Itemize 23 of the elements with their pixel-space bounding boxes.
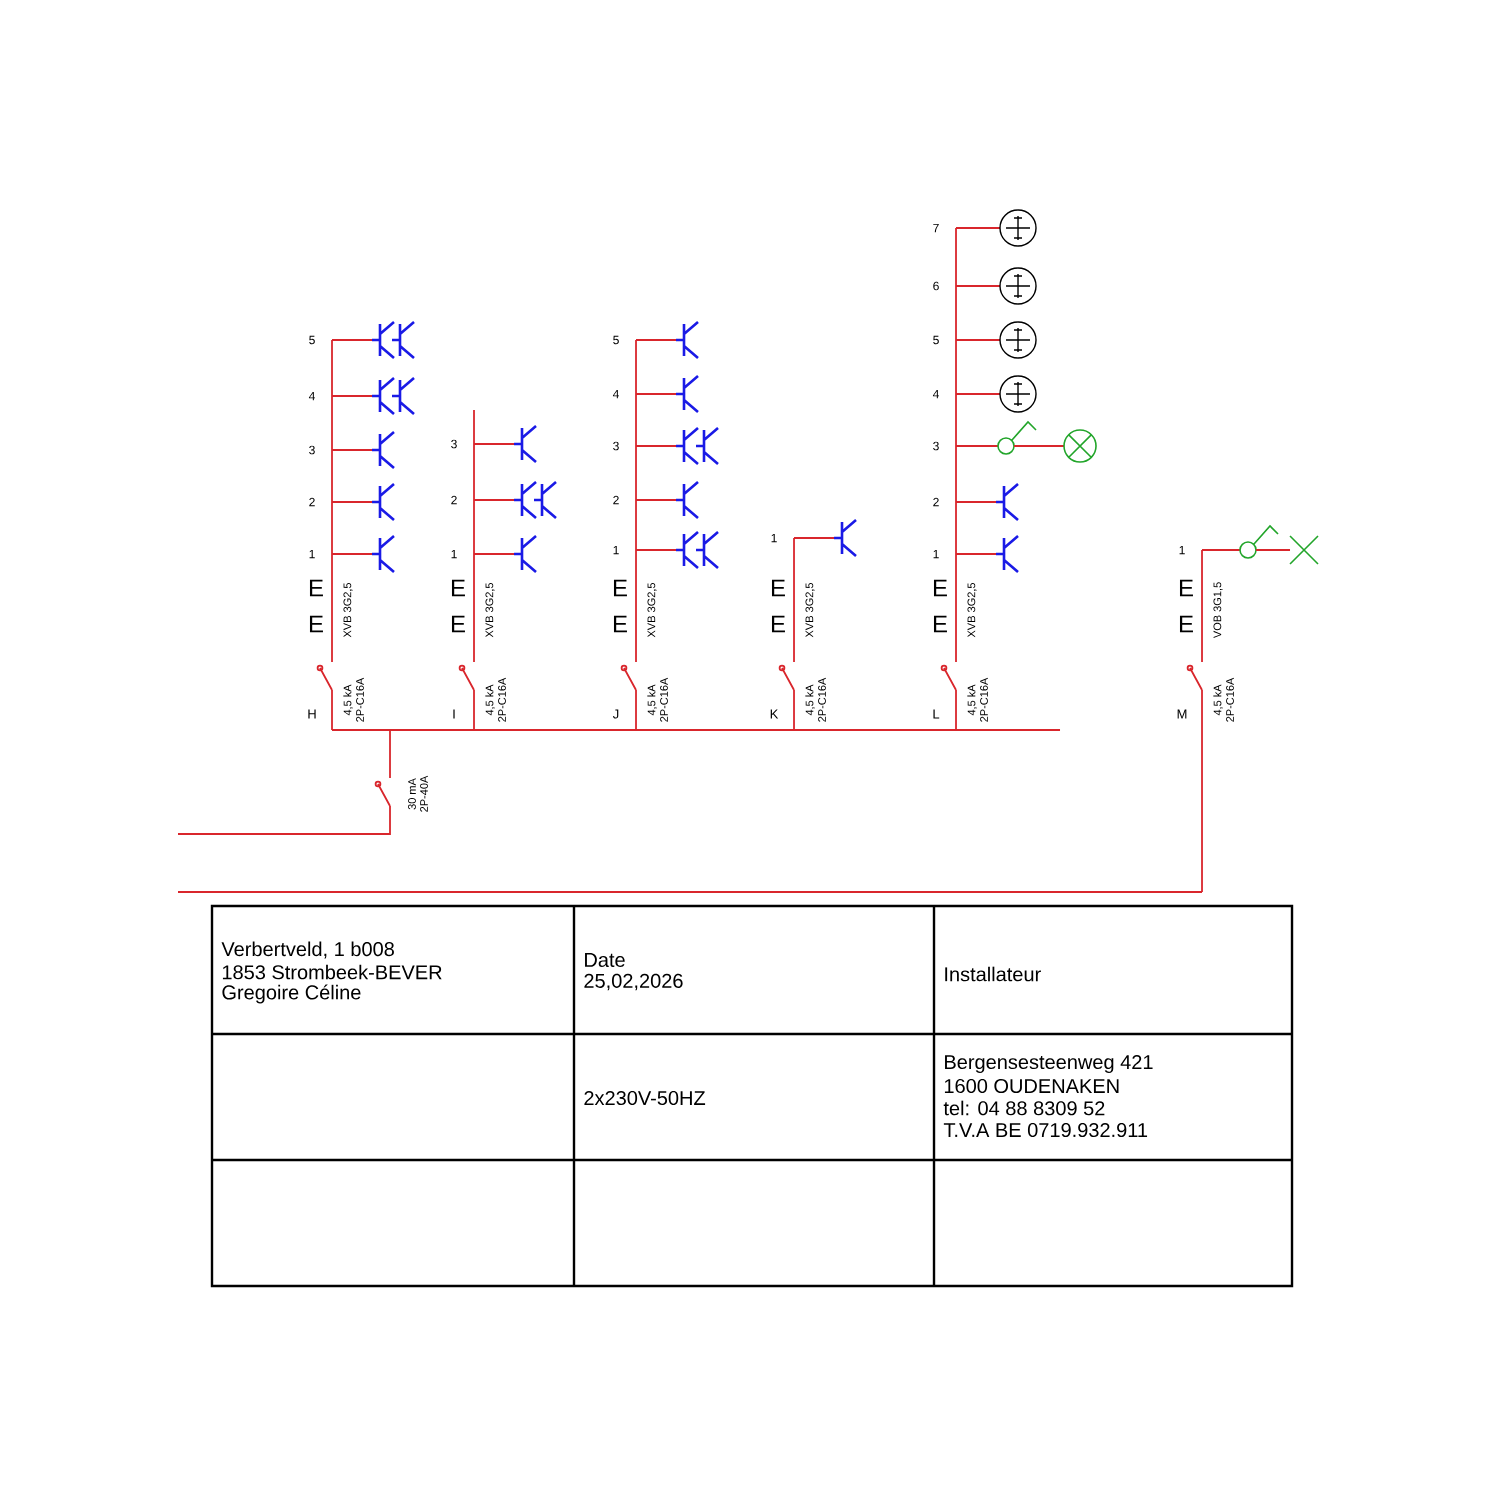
e-mark: E bbox=[772, 615, 785, 633]
e-mark: E bbox=[452, 615, 465, 633]
cell-text: Bergensesteenweg 421 bbox=[945, 1054, 1153, 1074]
cell-text: Date bbox=[585, 953, 625, 967]
cell-text: tel: 04 88 8309 52 bbox=[943, 1100, 1105, 1116]
e-mark: E bbox=[452, 579, 465, 597]
cell-text: 2x230V-50HZ bbox=[584, 1090, 706, 1106]
cell-text: 1600 OUDENAKEN bbox=[944, 1078, 1119, 1094]
cell-text: 1853 Strombeek-BEVER bbox=[222, 964, 442, 980]
e-mark: E bbox=[310, 579, 323, 597]
cell-text: Installateur bbox=[945, 966, 1041, 982]
cell-text: Verbertveld, 1 b008 bbox=[221, 941, 394, 959]
e-mark: E bbox=[614, 615, 627, 633]
e-mark: E bbox=[310, 615, 323, 633]
e-mark: E bbox=[1180, 579, 1193, 597]
e-mark: E bbox=[1180, 615, 1193, 633]
e-mark: E bbox=[614, 579, 627, 597]
cell-text: 25,02,2026 bbox=[584, 973, 683, 991]
e-mark: E bbox=[934, 615, 947, 633]
cell-text: Gregoire Céline bbox=[222, 984, 361, 1004]
e-mark: E bbox=[772, 579, 785, 597]
e-mark: E bbox=[934, 579, 947, 597]
cell-text: T.V.A BE 0719.932.911 bbox=[943, 1122, 1148, 1138]
